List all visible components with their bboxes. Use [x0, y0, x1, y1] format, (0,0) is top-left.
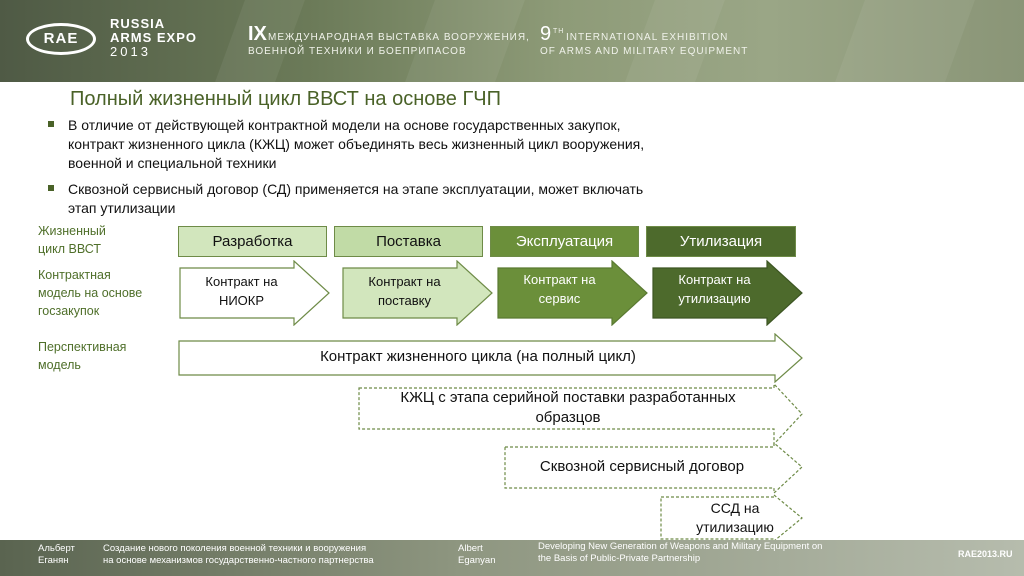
row-label-contract-model-line-2: модель на основе	[38, 286, 143, 300]
footer-author-ru: Альберт Еганян	[38, 543, 75, 567]
row-label-prospective-line-2: модель	[38, 358, 81, 372]
contract-service-line-1: Контракт на	[523, 272, 596, 287]
disposal-service-line-1: ССД на	[710, 500, 760, 516]
row-label-lifecycle-line-2: цикл ВВСТ	[38, 242, 102, 256]
contract-arrow-delivery: Контракт на поставку	[342, 260, 493, 326]
logo-line-3: 2013	[110, 44, 151, 59]
contract-disposal-line-2: утилизацию	[678, 291, 751, 306]
row-label-contract-model: Контрактная модель на основе госзакупок	[38, 266, 142, 320]
row-label-lifecycle-line-1: Жизненный	[38, 224, 106, 238]
footer-author-en-line-1: Albert	[458, 543, 483, 554]
arrow-through-service: Сквозной сервисный договор	[504, 442, 804, 494]
footer-topic-ru-line-2: на основе механизмов государственно-част…	[103, 555, 374, 566]
row-label-contract-model-line-3: госзакупок	[38, 304, 100, 318]
phase-delivery: Поставка	[334, 226, 483, 257]
arrow-lcc-from-serial: КЖЦ с этапа серийной поставки разработан…	[358, 383, 804, 445]
row-label-prospective: Перспективная модель	[38, 338, 126, 374]
en-exhibition-line-2: OF ARMS AND MILITARY EQUIPMENT	[540, 46, 749, 57]
bullet-square-icon	[48, 185, 54, 191]
logo-oval	[26, 23, 96, 55]
logo-line-2: ARMS EXPO	[110, 30, 198, 45]
lcc-serial-line-2: образцов	[535, 409, 601, 426]
en-exhibition-line-1: INTERNATIONAL EXHIBITION	[566, 32, 729, 43]
header-banner: RAE RUSSIA ARMS EXPO 2013 IX МЕЖДУНАРОДН…	[0, 0, 1024, 82]
bullet-2-line-2: этап утилизации	[68, 200, 176, 216]
bullet-1: В отличие от действующей контрактной мод…	[48, 116, 808, 173]
contract-disposal-line-1: Контракт на	[678, 272, 751, 287]
footer-topic-en-line-1: Developing New Generation of Weapons and…	[538, 541, 823, 552]
row-label-contract-model-line-1: Контрактная	[38, 268, 111, 282]
footer-author-ru-line-1: Альберт	[38, 543, 75, 554]
phase-operation: Эксплуатация	[490, 226, 639, 257]
footer-author-en: Albert Eganyan	[458, 543, 496, 567]
bullet-2-line-1: Сквозной сервисный договор (СД) применяе…	[68, 181, 644, 197]
bullet-1-line-1: В отличие от действующей контрактной мод…	[68, 117, 621, 133]
phase-development: Разработка	[178, 226, 327, 257]
footer-topic-en-line-2: the Basis of Public-Private Partnership	[538, 553, 701, 564]
row-label-prospective-line-1: Перспективная	[38, 340, 127, 354]
footer-author-en-line-2: Eganyan	[458, 555, 496, 566]
footer-author-ru-line-2: Еганян	[38, 555, 69, 566]
contract-rnd-line-1: Контракт на	[205, 274, 278, 289]
ru-exhibition-line-1: МЕЖДУНАРОДНАЯ ВЫСТАВКА ВООРУЖЕНИЯ,	[268, 32, 530, 43]
bullet-1-line-2: контракт жизненного цикла (КЖЦ) может об…	[68, 136, 645, 152]
en-exhibition-sup: TH	[553, 28, 565, 35]
contract-arrow-rnd: Контракт на НИОКР	[179, 260, 330, 326]
footer-bar: Альберт Еганян Создание нового поколения…	[0, 540, 1024, 576]
bullet-square-icon	[48, 121, 54, 127]
contract-arrow-disposal: Контракт на утилизацию	[652, 260, 803, 326]
contract-delivery-line-2: поставку	[377, 293, 432, 308]
logo-line-1: RUSSIA	[110, 16, 166, 31]
contract-service-line-2: сервис	[538, 291, 581, 306]
bullet-2: Сквозной сервисный договор (СД) применяе…	[48, 180, 808, 218]
ru-exhibition-number: IX	[248, 23, 267, 45]
ru-exhibition-line-2: ВОЕННОЙ ТЕХНИКИ И БОЕПРИПАСОВ	[248, 46, 467, 57]
disposal-service-line-2: утилизацию	[696, 519, 774, 535]
full-lifecycle-label: Контракт жизненного цикла (на полный цик…	[320, 348, 636, 365]
en-exhibition-number: 9	[540, 23, 552, 45]
lcc-serial-line-1: КЖЦ с этапа серийной поставки разработан…	[400, 389, 736, 406]
arrow-disposal-service: ССД на утилизацию	[660, 494, 804, 542]
footer-topic-ru-line-1: Создание нового поколения военной техник…	[103, 543, 367, 554]
logo-mark: RAE	[43, 30, 79, 47]
contract-arrow-service: Контракт на сервис	[497, 260, 648, 326]
contract-delivery-line-1: Контракт на	[368, 274, 441, 289]
footer-topic-ru: Создание нового поколения военной техник…	[103, 543, 374, 567]
row-label-lifecycle: Жизненный цикл ВВСТ	[38, 222, 106, 258]
bullet-1-line-3: военной и специальной техники	[68, 155, 277, 171]
through-service-label: Сквозной сервисный договор	[539, 458, 745, 475]
footer-site: RAE2013.RU	[958, 549, 1013, 559]
contract-rnd-line-2: НИОКР	[218, 293, 265, 308]
slide-title: Полный жизненный цикл ВВСТ на основе ГЧП	[70, 88, 501, 110]
arrow-full-lifecycle-contract: Контракт жизненного цикла (на полный цик…	[178, 333, 804, 383]
phase-disposal: Утилизация	[646, 226, 796, 257]
footer-topic-en: Developing New Generation of Weapons and…	[538, 541, 822, 565]
